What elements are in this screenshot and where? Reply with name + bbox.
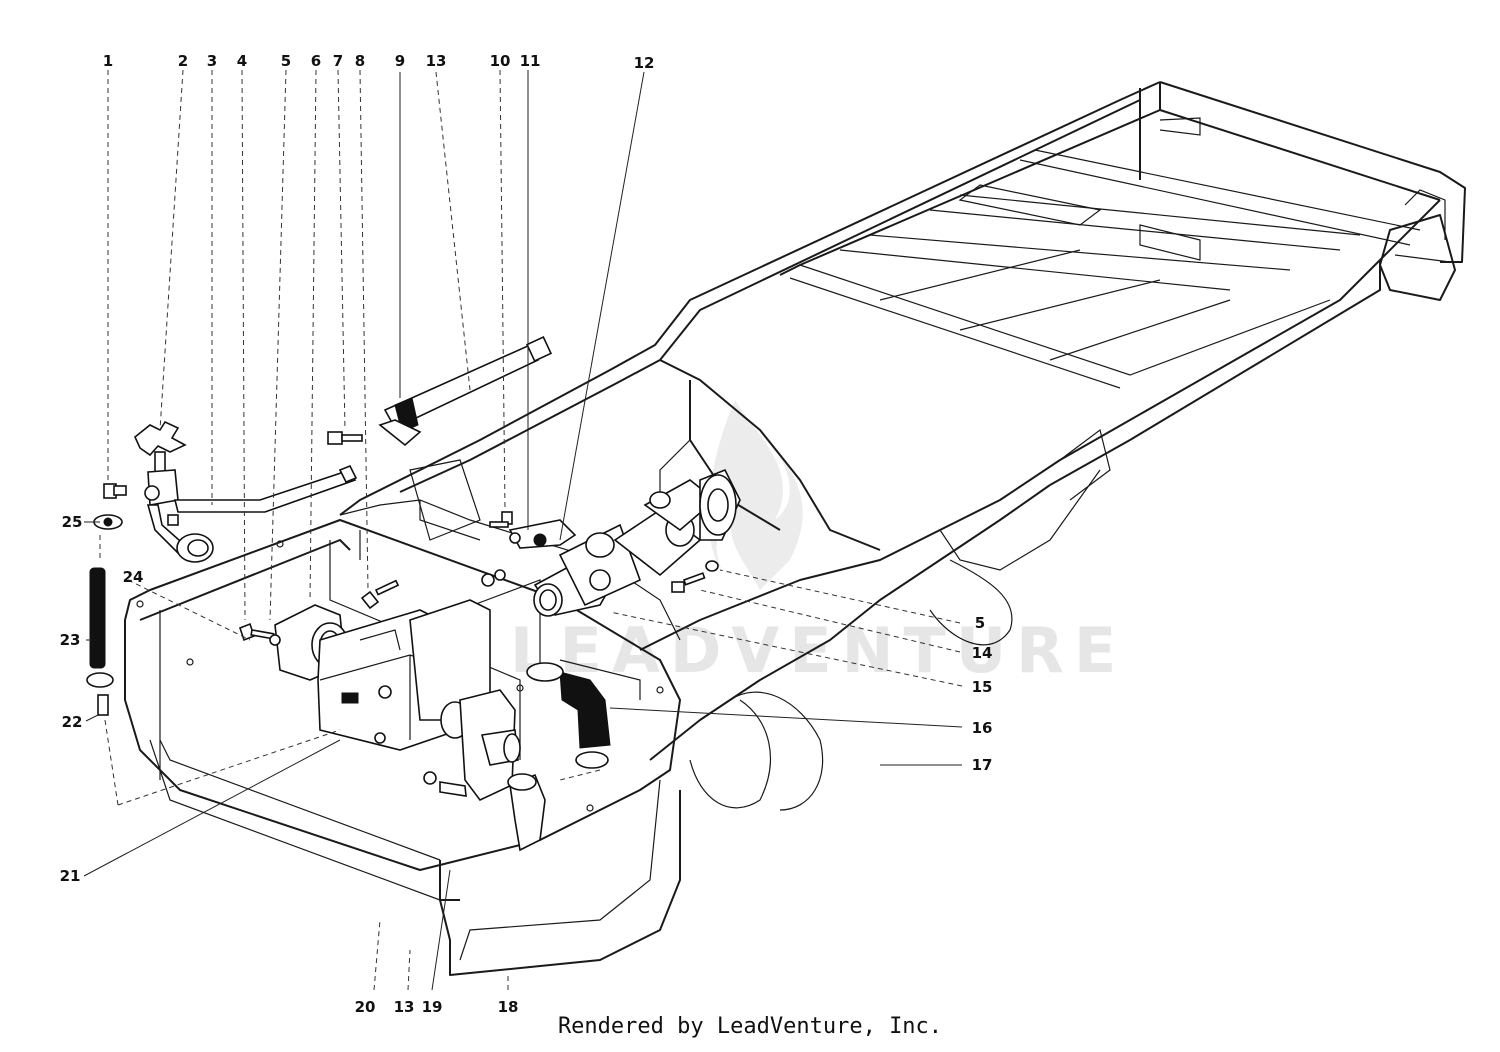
hose [86, 514, 123, 716]
fuel-tube [146, 464, 358, 563]
footer-credit: Rendered by LeadVenture, Inc. [557, 1014, 943, 1039]
callout-24: 24 [123, 568, 144, 586]
leader-lines [83, 69, 963, 991]
callout-7: 7 [333, 52, 343, 70]
hydraulic-pump [274, 599, 521, 802]
callout-13-bottom: 13 [394, 998, 415, 1016]
callout-25: 25 [62, 513, 83, 531]
callout-15: 15 [972, 678, 993, 696]
callout-11: 11 [520, 52, 541, 70]
shutoff-valve [134, 420, 187, 526]
callout-14: 14 [972, 644, 993, 662]
callout-3: 3 [207, 52, 217, 70]
callout-5-top: 5 [281, 52, 291, 70]
hose-elbow [526, 662, 611, 769]
callout-12: 12 [634, 54, 655, 72]
callout-9: 9 [395, 52, 405, 70]
callout-16: 16 [972, 719, 993, 737]
callout-13-top: 13 [426, 52, 447, 70]
callout-labels: 1 2 3 4 5 6 7 8 9 13 10 11 12 25 24 23 2… [60, 52, 993, 1016]
callout-18: 18 [498, 998, 519, 1016]
elbow-fitting [507, 773, 546, 852]
callout-19: 19 [422, 998, 443, 1016]
bracket-bolt [489, 511, 513, 528]
callout-23: 23 [60, 631, 81, 649]
clamp-bolt [327, 431, 363, 445]
fitting-elbow [103, 483, 127, 499]
chassis-frame [124, 81, 1466, 976]
callout-8: 8 [355, 52, 365, 70]
drive-shaft [533, 468, 741, 617]
callout-21: 21 [60, 867, 81, 885]
pipe-clamp [378, 397, 422, 447]
pump-bolts [239, 579, 467, 797]
shaft-bolt [671, 560, 719, 593]
callout-6: 6 [311, 52, 321, 70]
callout-22: 22 [62, 713, 83, 731]
callout-4: 4 [237, 52, 247, 70]
callout-20: 20 [355, 998, 376, 1016]
nuts [481, 569, 506, 587]
callout-10: 10 [490, 52, 511, 70]
shaft-bracket [508, 519, 577, 549]
callout-1: 1 [103, 52, 113, 70]
callout-17: 17 [972, 756, 993, 774]
callout-5-right: 5 [975, 614, 985, 632]
callout-2: 2 [178, 52, 188, 70]
